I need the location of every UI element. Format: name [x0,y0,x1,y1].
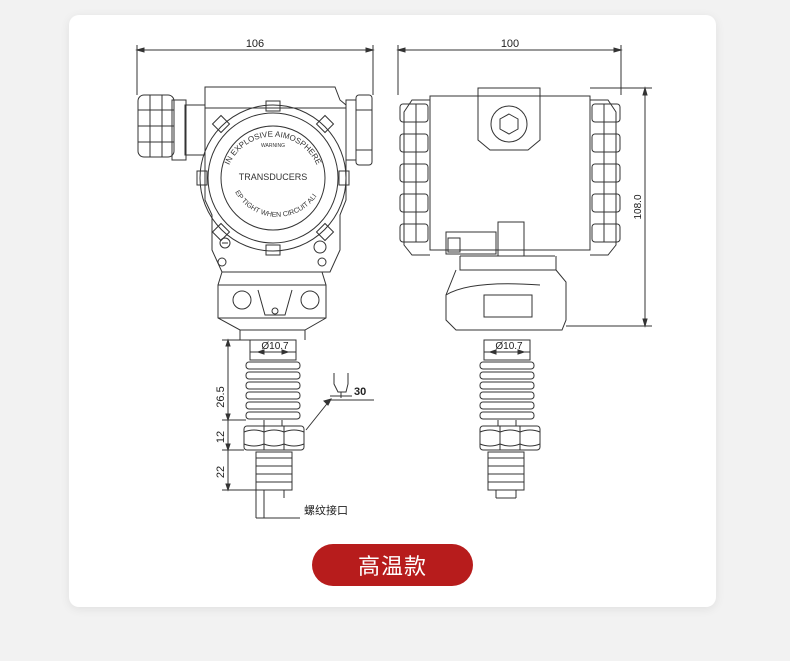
thread-port-label: 螺纹接口 [304,503,348,517]
drawing-card [69,15,716,607]
dim-stem-diameter-side: Ø10.7 [495,341,523,352]
dim-stem-diameter-front: Ø10.7 [261,341,289,352]
plug-right [345,94,373,166]
front-view [135,45,375,519]
cable-gland-left [137,94,206,161]
dim-thread-length: 22 [215,466,227,478]
brand-text: TRANSDUCERS [239,172,308,182]
cooling-fins-side [479,361,535,426]
side-view [396,45,652,499]
svg-text:WARNING: WARNING [261,143,285,149]
caption-badge: 高温款 [312,544,473,586]
dim-wrench-size: 30 [354,386,366,398]
dim-front-width: 106 [246,38,264,50]
dim-fin-length: 26.5 [215,386,227,407]
cooling-fins-front [245,361,301,426]
dim-side-width: 100 [501,38,519,50]
dim-side-height: 108.0 [633,194,644,219]
dim-hex-length: 12 [215,431,227,443]
svg-text:KEEP TIGHT WHEN CIRCUIT ALIVE: KEEP TIGHT WHEN CIRCUIT ALIVE [0,0,318,219]
